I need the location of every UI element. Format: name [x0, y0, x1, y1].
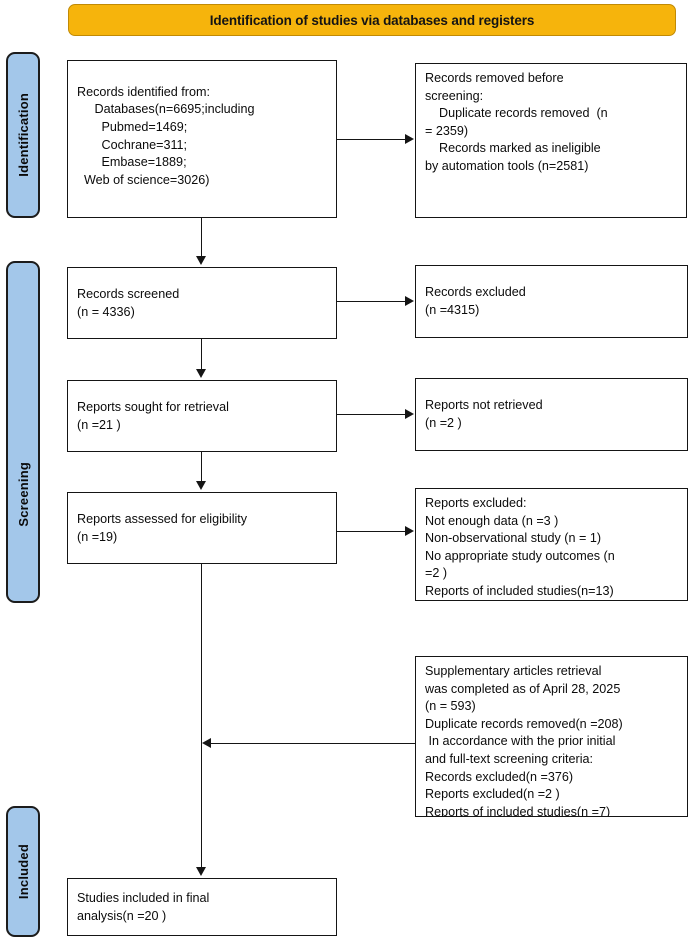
box-supplementary-articles-retrieval: Supplementary articles retrieval was com… [415, 656, 688, 817]
box-line: (n =19) [77, 529, 118, 544]
box-line: (n =21 ) [77, 417, 121, 432]
stage-tab-identification-label: Identification [15, 93, 31, 177]
arrow-right-icon [405, 296, 414, 306]
box-line: Pubmed=1469; [77, 119, 188, 134]
box-line: (n = 4336) [77, 304, 135, 319]
stage-tab-identification: Identification [6, 52, 40, 218]
box-line-text: Records removed [425, 71, 528, 85]
diagram-header-banner: Identification of studies via databases … [68, 4, 676, 36]
box-line: Supplementary articles retrieval [425, 664, 602, 678]
box-line: and full-text screening criteria: [425, 751, 593, 766]
connector-sought-to-eligibility [201, 452, 202, 483]
stage-tab-screening-label: Screening [15, 461, 31, 527]
box-records-removed-before-screening: Records removed before screening: Duplic… [415, 63, 687, 218]
box-records-screened: Records screened (n = 4336) [67, 267, 337, 339]
box-line: Web of science=3026) [77, 172, 210, 187]
box-line: Records screened [77, 286, 180, 301]
arrow-down-icon [196, 256, 206, 265]
connector-screened-to-excluded [337, 301, 406, 302]
box-studies-included-final-analysis: Studies included in final analysis(n =20… [67, 878, 337, 936]
box-line: Duplicate records removed(n =208) [425, 716, 623, 731]
arrow-left-icon [202, 738, 211, 748]
box-line: (n =4315) [425, 303, 480, 317]
arrow-right-icon [405, 409, 414, 419]
box-line: Duplicate records removed (n [425, 106, 608, 121]
box-line: screening: [425, 88, 678, 106]
connector-screened-to-sought [201, 339, 202, 371]
stage-tab-screening: Screening [6, 261, 40, 603]
box-line: Embase=1889; [77, 155, 187, 170]
box-line: Records removed before [425, 70, 678, 88]
box-line: analysis(n =20 ) [77, 908, 167, 923]
box-line: In accordance with the prior initial [425, 734, 616, 749]
box-records-excluded: Records excluded (n =4315) [415, 265, 688, 338]
connector-supplementary-to-spine [211, 743, 416, 744]
box-line: by automation tools (n=2581) [425, 158, 589, 173]
arrow-right-icon [405, 134, 414, 144]
connector-identified-to-screened [201, 218, 202, 258]
stage-tab-included: Included [6, 806, 40, 937]
box-line: Reports excluded: [425, 496, 527, 510]
box-line-emphasis: before [527, 71, 564, 85]
box-line: =2 ) [425, 566, 448, 581]
box-line: Reports excluded(n =2 ) [425, 787, 560, 802]
arrow-down-icon [196, 867, 206, 876]
connector-identified-to-removed [337, 139, 406, 140]
box-records-identified: Records identified from: Databases(n=669… [67, 60, 337, 218]
box-reports-not-retrieved: Reports not retrieved (n =2 ) [415, 378, 688, 451]
box-line: Reports sought for retrieval [77, 399, 229, 414]
box-line: Databases(n=6695;including [77, 102, 255, 117]
box-line: Records excluded(n =376) [425, 769, 574, 784]
box-line: Not enough data (n =3 ) [425, 513, 559, 528]
arrow-down-icon [196, 369, 206, 378]
box-line: (n = 593) [425, 699, 476, 714]
stage-tab-included-label: Included [15, 843, 31, 900]
box-line: Reports of included studies(n =7) [425, 804, 611, 817]
box-line: was completed as of April 28, 2025 [425, 681, 621, 696]
connector-sought-to-not-retrieved [337, 414, 406, 415]
box-line: Non-observational study (n = 1) [425, 531, 602, 546]
arrow-right-icon [405, 526, 414, 536]
box-line: Reports not retrieved [425, 398, 543, 413]
box-line: Records marked as ineligible [425, 141, 601, 156]
connector-eligibility-to-reports-excluded [337, 531, 406, 532]
box-reports-assessed-for-eligibility: Reports assessed for eligibility (n =19) [67, 492, 337, 564]
arrow-down-icon [196, 481, 206, 490]
box-line: No appropriate study outcomes (n [425, 548, 615, 563]
box-reports-excluded: Reports excluded: Not enough data (n =3 … [415, 488, 688, 601]
box-line: = 2359) [425, 123, 469, 138]
connector-eligibility-to-final [201, 564, 202, 869]
page-title: Identification of studies via databases … [209, 12, 535, 28]
box-line-text: : [479, 88, 484, 103]
box-line: (n =2 ) [425, 416, 462, 430]
box-line: Reports assessed for eligibility [77, 511, 248, 526]
box-line: Records identified from: [77, 84, 210, 99]
box-reports-sought-for-retrieval: Reports sought for retrieval (n =21 ) [67, 380, 337, 452]
box-line: Records excluded [425, 285, 526, 300]
box-line: Cochrane=311; [77, 137, 188, 152]
box-line-emphasis: screening [425, 88, 480, 103]
box-line: Studies included in final [77, 890, 210, 905]
box-line: Reports of included studies(n=13) [425, 583, 614, 598]
